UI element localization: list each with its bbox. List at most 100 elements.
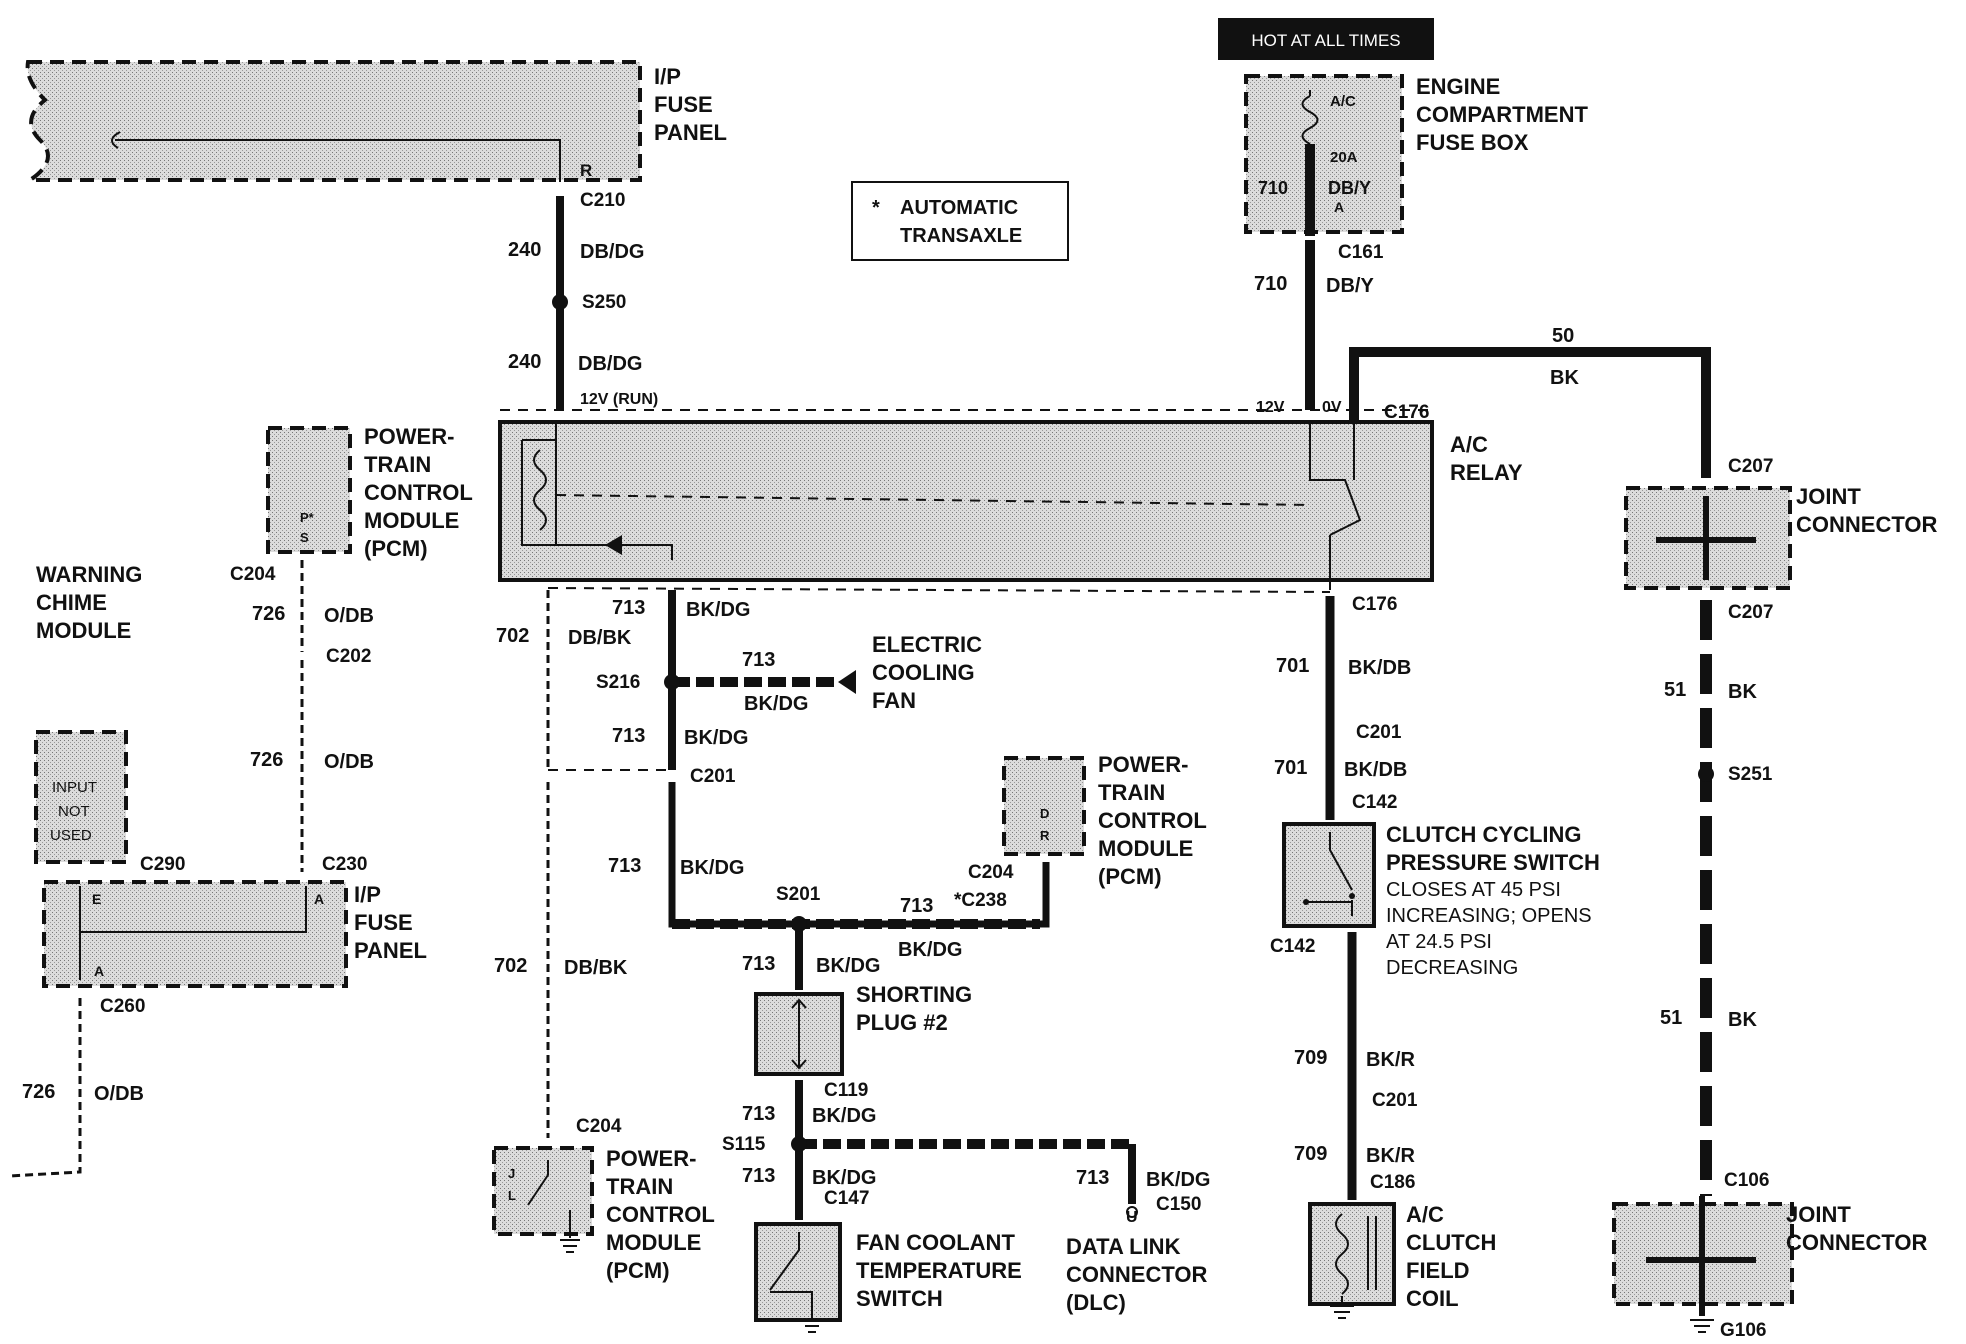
electric-fan-label-1: ELECTRIC (872, 632, 982, 657)
pcm-upper-label-5: (PCM) (364, 536, 428, 561)
splice-dot (791, 916, 807, 932)
pin-label: U (1126, 1209, 1138, 1226)
pcm-bottom-label-3: CONTROL (606, 1202, 715, 1227)
ac-relay-box (498, 420, 1434, 582)
wire-circuit: 710 (1254, 273, 1287, 295)
wire-circuit: 713 (608, 855, 641, 877)
wire-circuit: 726 (252, 603, 285, 625)
voltage-label: 12V (RUN) (580, 391, 658, 408)
pin-label: D (1040, 806, 1049, 821)
connector-label: C119 (824, 1080, 868, 1101)
pin-label: A (1334, 199, 1344, 215)
connector-label: C176 (1352, 594, 1397, 615)
wire-color: BK/DG (812, 1105, 876, 1127)
wire-color: BK/DG (744, 693, 808, 715)
pin-label: L (508, 1188, 516, 1203)
dlc-label-2: CONNECTOR (1066, 1262, 1207, 1287)
pin-label: J (508, 1166, 515, 1181)
wire-color: O/DB (94, 1083, 144, 1105)
ip-fuse-panel-bottom-box (42, 880, 348, 988)
wire-color: BK/DG (686, 599, 750, 621)
connector-label: C142 (1270, 936, 1315, 957)
wire-color: BK/DB (1344, 759, 1407, 781)
connector-label: C207 (1728, 602, 1773, 623)
connector-label: C204 (968, 862, 1014, 883)
connector-label: C147 (824, 1188, 869, 1209)
splice-dot (1698, 766, 1714, 782)
splice-dot (664, 674, 680, 690)
pcm-mid-label-3: CONTROL (1098, 808, 1207, 833)
wire-circuit: 240 (508, 239, 541, 261)
connector-label: C290 (140, 854, 185, 875)
fan-coolant-label-1: FAN COOLANT (856, 1230, 1015, 1255)
wire-color: BK (1550, 367, 1579, 389)
pin-label: A (314, 891, 324, 907)
pin-label: E (92, 891, 101, 907)
wire-color: BK/DB (1348, 657, 1411, 679)
wire-circuit: 240 (508, 351, 541, 373)
wire-circuit: 713 (1076, 1167, 1109, 1189)
wire-color: DB/DG (580, 241, 644, 263)
pcm-bottom-label-2: TRAIN (606, 1174, 673, 1199)
connector-label: C210 (580, 190, 625, 211)
ac-clutch-coil-label-2: CLUTCH (1406, 1230, 1496, 1255)
engine-fuse-box-label-1: ENGINE (1416, 74, 1500, 99)
hot-at-all-times-banner (1218, 18, 1434, 60)
wire-circuit: 51 (1664, 679, 1686, 701)
wire-color: BK/R (1366, 1145, 1415, 1167)
pcm-bottom-label-4: MODULE (606, 1230, 701, 1255)
connector-label: G106 (1720, 1320, 1766, 1341)
splice-label: S115 (722, 1134, 766, 1155)
joint-connector-bottom-label-1: JOINT (1786, 1202, 1851, 1227)
clutch-switch-label-1: CLUTCH CYCLING (1386, 822, 1582, 847)
splice-dot (791, 1136, 807, 1152)
connector-label: C176 (1384, 402, 1429, 423)
ip-fuse-panel-top-label-1: I/P (654, 64, 681, 89)
wire-color: DB/DG (578, 353, 642, 375)
wire-color: DB/Y (1328, 178, 1371, 198)
connector-label: C142 (1352, 792, 1397, 813)
pcm-upper-label-3: CONTROL (364, 480, 473, 505)
wire-circuit: 713 (742, 953, 775, 975)
splice-dot (552, 294, 568, 310)
wire-circuit: 713 (742, 1103, 775, 1125)
pcm-mid-label-4: MODULE (1098, 836, 1193, 861)
input-not-used-label-1: INPUT (52, 779, 97, 796)
fuse-rating: 20A (1330, 149, 1358, 166)
wire-color: DB/BK (564, 957, 628, 979)
pcm-bottom-label-5: (PCM) (606, 1258, 670, 1283)
ip-fuse-panel-top-box (23, 60, 642, 182)
splice-label: S250 (582, 292, 626, 313)
pcm-bottom-label-1: POWER- (606, 1146, 696, 1171)
wire-circuit: 726 (250, 749, 283, 771)
pcm-upper-label-1: POWER- (364, 424, 454, 449)
connector-label: C186 (1370, 1172, 1415, 1193)
note-marker: * (872, 197, 880, 219)
connector-label: C202 (326, 646, 371, 667)
wire-color: BK/DG (680, 857, 744, 879)
voltage-label: 0V (1322, 399, 1342, 416)
connector-label: C201 (1356, 722, 1402, 743)
ac-clutch-coil-label-3: FIELD (1406, 1258, 1470, 1283)
dlc-label-1: DATA LINK (1066, 1234, 1181, 1259)
connector-label: C106 (1724, 1170, 1769, 1191)
pcm-upper-label-4: MODULE (364, 508, 459, 533)
electric-fan-label-2: COOLING (872, 660, 975, 685)
wire-circuit: 709 (1294, 1143, 1327, 1165)
connector-label: C150 (1156, 1194, 1201, 1215)
clutch-switch-label-2: PRESSURE SWITCH (1386, 850, 1600, 875)
warning-chime-label-2: CHIME (36, 590, 107, 615)
wire-circuit: 50 (1552, 325, 1574, 347)
wire-circuit: 702 (496, 625, 529, 647)
wire-color: BK/DG (816, 955, 880, 977)
joint-connector-bottom-label-2: CONNECTOR (1786, 1230, 1927, 1255)
clutch-switch-note-1: CLOSES AT 45 PSI (1386, 879, 1561, 901)
shorting-plug-label-1: SHORTING (856, 982, 972, 1007)
wire-color: BK/DG (812, 1167, 876, 1189)
ac-clutch-coil-box (1308, 1202, 1396, 1306)
wire-color: O/DB (324, 751, 374, 773)
joint-connector-top-label-2: CONNECTOR (1796, 512, 1937, 537)
input-not-used-box (34, 730, 128, 864)
connector-label: *C238 (954, 890, 1007, 911)
